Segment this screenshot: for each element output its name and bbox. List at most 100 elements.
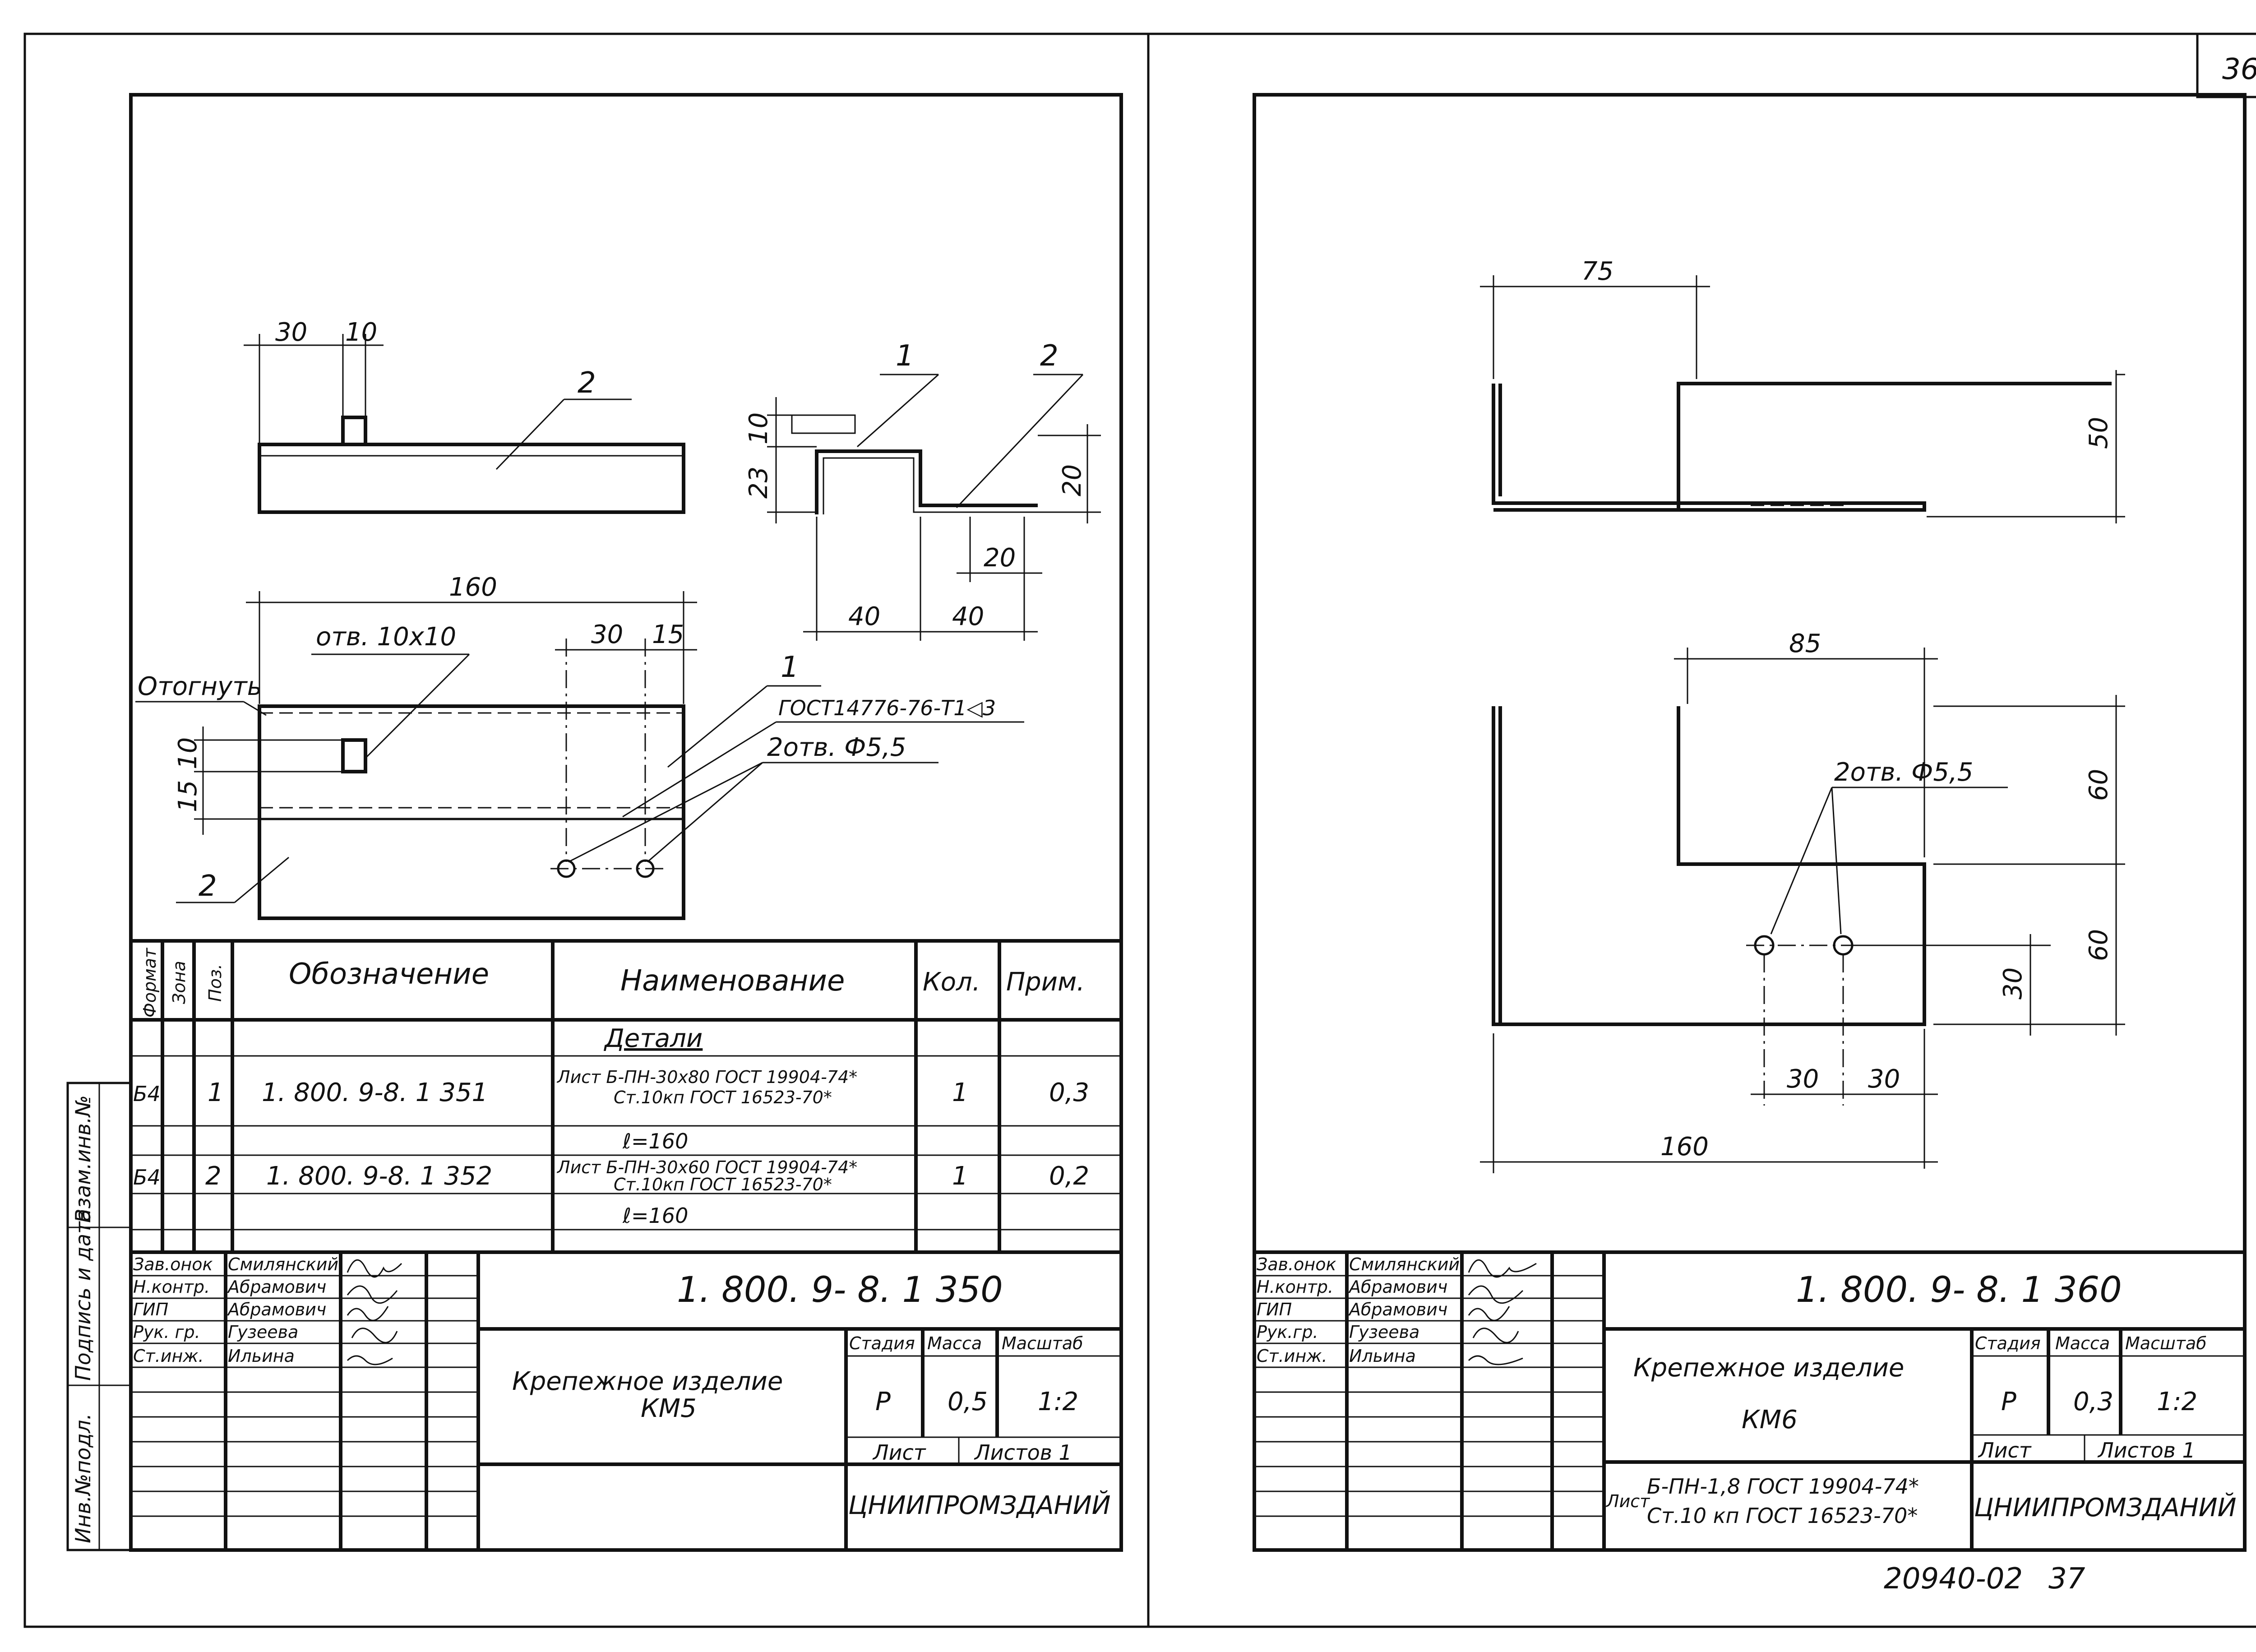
organization: ЦНИИПРОМЗДАНИЙ	[848, 1491, 1111, 1520]
sheets-label: Листов 1	[2097, 1438, 2196, 1462]
km5-dim-40-b: 40	[952, 602, 984, 631]
stage-value: Р	[2001, 1387, 2016, 1416]
spec-row2-name-top: Лист Б-ПН-30х60 ГОСТ 19904-74*	[556, 1157, 857, 1177]
staff-name-5: Ильина	[228, 1346, 295, 1366]
mass-value: 0,5	[948, 1387, 988, 1416]
stage-header: Стадия	[849, 1333, 915, 1353]
spec-row1-name-bottom: Ст.10кп ГОСТ 16523-70*	[614, 1087, 832, 1107]
km5-dim-10-side: 10	[744, 412, 773, 444]
material-line2: Ст.10 кп ГОСТ 16523-70*	[1647, 1504, 1918, 1528]
mass-header: Масса	[927, 1333, 982, 1353]
spec-header-pos: Поз.	[205, 964, 225, 1002]
km6-dim-30-v: 30	[1998, 967, 2028, 1000]
signatures	[1468, 1259, 1537, 1365]
staff-name-1: Смилянский	[228, 1254, 338, 1274]
material-prefix: Лист	[1605, 1491, 1650, 1511]
km5-weld-note: ГОСТ14776-76-Т1◁3	[778, 696, 996, 720]
side-label-signature: Подпись и дата	[71, 1209, 95, 1381]
stage-header: Стадия	[1975, 1333, 2041, 1353]
km5-dim-10-top: 10	[345, 318, 377, 347]
staff-role-3: ГИП	[133, 1300, 168, 1319]
staff-name-2: Абрамович	[1348, 1277, 1447, 1297]
staff-name-3: Абрамович	[227, 1300, 326, 1319]
spec-section-title: Детали	[603, 1024, 703, 1053]
item-name-line2: КМ6	[1742, 1405, 1798, 1435]
km5-dim-160: 160	[449, 573, 497, 602]
mass-value: 0,3	[2073, 1387, 2113, 1416]
scale-header: Масштаб	[1002, 1333, 1083, 1353]
staff-name-2: Абрамович	[227, 1277, 326, 1297]
staff-role-3: ГИП	[1257, 1300, 1292, 1319]
drawing-code: 1. 800. 9- 8. 1 360	[1796, 1270, 2122, 1310]
staff-name-5: Ильина	[1349, 1346, 1416, 1366]
km5-square-hole-note: отв. 10х10	[316, 622, 456, 652]
page-number: 36	[2222, 53, 2256, 86]
spec-row2-length: ℓ=160	[622, 1203, 688, 1228]
spec-row1-designation: 1. 800. 9-8. 1 351	[262, 1078, 488, 1107]
title-block-right: Зав.онок Смилянский Н.контр. Абрамович Г…	[1254, 1250, 2245, 1550]
scale-value: 1:2	[2157, 1387, 2197, 1416]
organization: ЦНИИПРОМЗДАНИЙ	[1974, 1493, 2237, 1522]
archive-number: 20940-02	[1884, 1562, 2023, 1596]
sheet-label: Лист	[1978, 1438, 2032, 1462]
item-name-line1: Крепежное изделие	[512, 1367, 783, 1396]
km6-holes-note: 2отв. Ф5,5	[1834, 758, 1973, 787]
right-sheet: 75 50 85 2отв. Ф5,5	[1253, 93, 2247, 1596]
km5-side-profile: 10 23 20 20 40 40 1 2	[744, 339, 1101, 641]
km5-callout-1-side: 1	[896, 339, 914, 373]
table-row: Б4 1 1. 800. 9-8. 1 351 Лист Б-ПН-30х80 …	[133, 1067, 1089, 1153]
km5-front-view: 30 10 2	[244, 318, 685, 514]
spec-header-note: Прим.	[1006, 967, 1085, 997]
staff-role-5: Ст.инж.	[133, 1346, 204, 1366]
spec-row2-format: Б4	[133, 1165, 161, 1189]
staff-role-2: Н.контр.	[133, 1277, 210, 1297]
staff-name-4: Гузеева	[228, 1322, 298, 1342]
staff-name-4: Гузеева	[1349, 1322, 1419, 1342]
spec-header-qty: Кол.	[923, 967, 980, 997]
staff-role-4: Рук.гр.	[1257, 1322, 1318, 1342]
scale-header: Масштаб	[2125, 1333, 2207, 1353]
staff-name-3: Абрамович	[1348, 1300, 1447, 1319]
km5-bend-note: Отогнуть	[138, 672, 262, 701]
km5-dim-30-plan: 30	[591, 620, 623, 649]
title-block-left: Зав.онок Смилянский Н.контр. Абрамович Г…	[131, 1250, 1121, 1550]
km5-dim-15-left: 15	[173, 780, 203, 812]
km5-dim-40-a: 40	[848, 602, 880, 631]
km5-plan-view: 160 отв. 10х10 Отогнуть 30 15 1 ГОСТ1477…	[135, 573, 1024, 920]
spec-row1-length: ℓ=160	[622, 1129, 688, 1153]
km5-callout-2-plan: 2	[199, 870, 217, 903]
spec-header-zone: Зона	[169, 961, 189, 1004]
spec-row1-qty: 1	[952, 1078, 968, 1107]
km6-dim-60-b: 60	[2084, 929, 2113, 961]
mass-header: Масса	[2055, 1333, 2110, 1353]
km6-dim-75: 75	[1581, 257, 1613, 286]
spec-row2-qty: 1	[952, 1161, 968, 1191]
km6-dim-85: 85	[1789, 629, 1821, 658]
km5-dim-10-plan: 10	[173, 737, 203, 769]
sheet-label: Лист	[872, 1440, 926, 1465]
side-strip: Взам.инв.№ Подпись и дата Инв.№подл.	[66, 1082, 132, 1551]
spec-header-designation: Обозначение	[289, 958, 489, 991]
km5-dim-23: 23	[744, 467, 773, 499]
spec-header-name: Наименование	[620, 964, 845, 998]
km6-dim-60-a: 60	[2084, 769, 2113, 801]
km6-plan-view: 85 2отв. Ф5,5 60 60 30 30 30	[1480, 629, 2125, 1173]
staff-name-1: Смилянский	[1349, 1254, 1460, 1274]
spec-header-format: Формат	[140, 947, 160, 1018]
km6-dim-30-a: 30	[1787, 1064, 1819, 1094]
spec-row1-note: 0,3	[1049, 1078, 1089, 1107]
staff-role-1: Зав.онок	[1257, 1254, 1336, 1274]
km5-callout-2-side: 2	[1040, 339, 1059, 373]
km6-dim-50: 50	[2084, 417, 2113, 449]
km5-dim-30-top: 30	[275, 318, 307, 347]
km5-callout-2-top: 2	[578, 366, 596, 400]
outer-frame: 36	[23, 32, 2256, 1628]
drawing-code: 1. 800. 9- 8. 1 350	[677, 1270, 1003, 1310]
table-row: Б4 2 1. 800. 9-8. 1 352 Лист Б-ПН-30х60 …	[133, 1157, 1089, 1228]
km5-holes-note: 2отв. Ф5,5	[767, 733, 906, 762]
spec-row1-format: Б4	[133, 1082, 161, 1106]
km5-dim-15-plan: 15	[652, 620, 684, 649]
item-name-line2: КМ5	[641, 1394, 697, 1423]
staff-role-5: Ст.инж.	[1257, 1346, 1327, 1366]
